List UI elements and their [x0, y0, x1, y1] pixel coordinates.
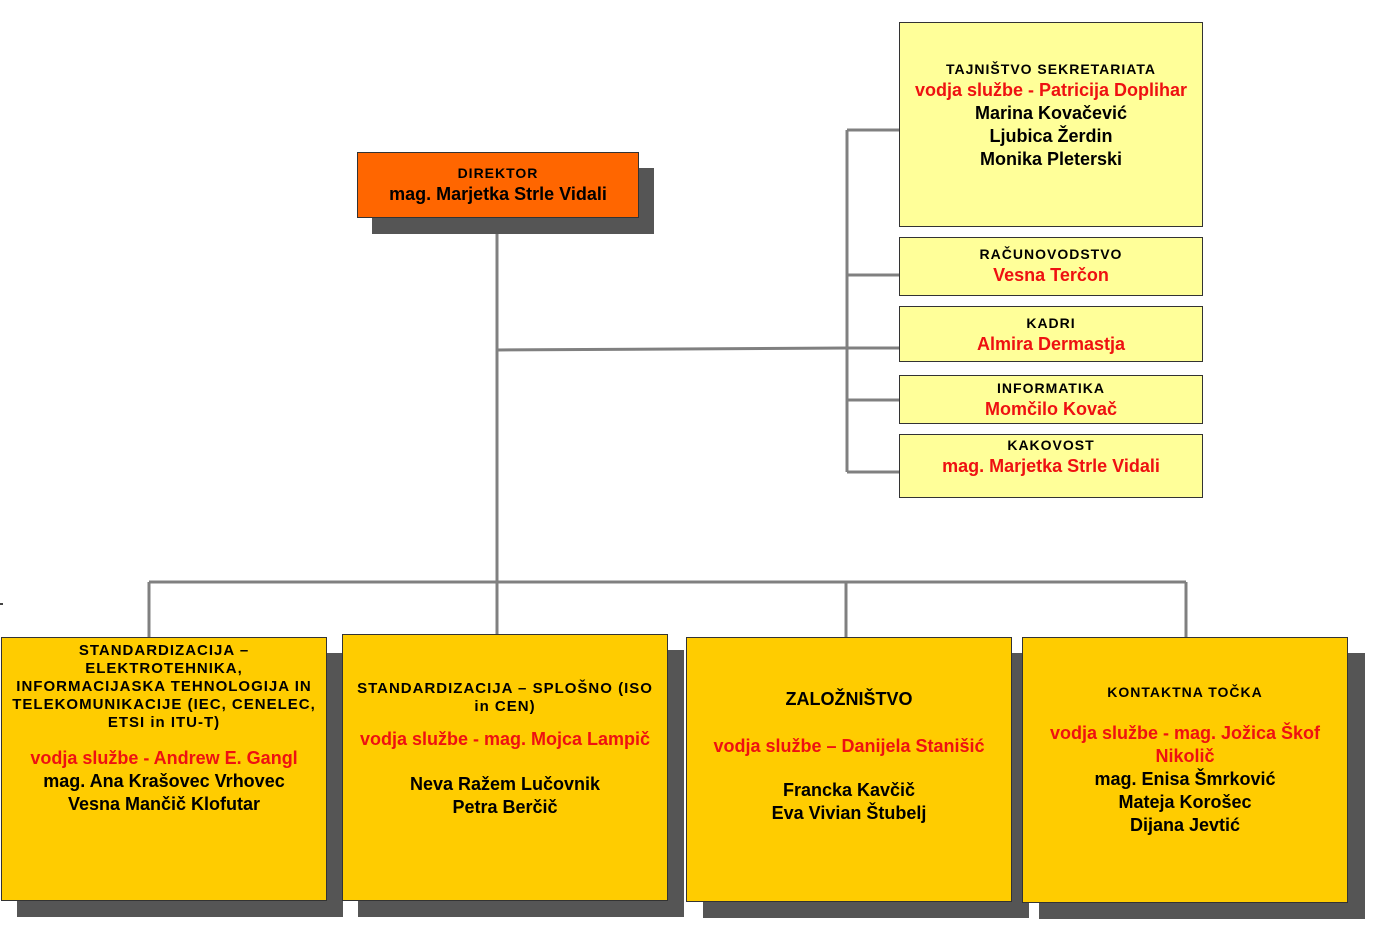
department-head: vodja službe - mag. Mojca Lampič — [359, 729, 651, 749]
service-title: INFORMATIKA — [997, 380, 1105, 396]
department-member: Francka Kavčič — [782, 780, 916, 800]
department-title-line: in CEN) — [474, 698, 536, 715]
department-box-electrotechnics: STANDARDIZACIJA – ELEKTROTEHNIKA, INFORM… — [1, 637, 327, 901]
department-box-publishing: ZALOŽNIŠTVO vodja službe – Danijela Stan… — [686, 637, 1012, 902]
department-title-line: INFORMACIJASKA TEHNOLOGIJA IN — [16, 678, 312, 695]
service-title: KADRI — [1026, 315, 1076, 331]
department-head-line: vodja službe - mag. Jožica Škof — [1049, 723, 1321, 743]
department-member: mag. Ana Krašovec Vrhovec — [43, 771, 285, 791]
department-title-line: TELEKOMUNIKACIJE (IEC, CENELEC, — [12, 696, 316, 713]
service-title: TAJNIŠTVO SEKRETARIATA — [946, 61, 1156, 77]
department-member: Neva Ražem Lučovnik — [409, 774, 601, 794]
service-head: Almira Dermastja — [976, 334, 1126, 354]
department-title-line: STANDARDIZACIJA – SPLOŠNO (ISO — [357, 680, 653, 697]
department-head: vodja službe - Andrew E. Gangl — [30, 748, 298, 768]
director-name: mag. Marjetka Strle Vidali — [389, 184, 607, 204]
department-member: Eva Vivian Štubelj — [771, 803, 927, 823]
service-box-accounting: RAČUNOVODSTVO Vesna Terčon — [899, 237, 1203, 296]
director-title: DIREKTOR — [457, 165, 539, 181]
service-title: KAKOVOST — [1007, 437, 1095, 453]
department-box-contact-point: KONTAKTNA TOČKA vodja službe - mag. Joži… — [1022, 637, 1348, 903]
department-head-line: Nikolič — [1155, 746, 1215, 766]
department-title-line: ETSI in ITU-T) — [107, 714, 221, 731]
department-title-line: STANDARDIZACIJA – — [78, 642, 250, 659]
director-box: DIREKTOR mag. Marjetka Strle Vidali — [357, 152, 639, 218]
service-title: RAČUNOVODSTVO — [979, 246, 1123, 262]
service-box-hr: KADRI Almira Dermastja — [899, 306, 1203, 362]
department-member: Vesna Mančič Klofutar — [67, 794, 261, 814]
department-box-general: STANDARDIZACIJA – SPLOŠNO (ISO in CEN) v… — [342, 634, 668, 901]
department-member: Petra Berčič — [452, 797, 558, 817]
service-head: mag. Marjetka Strle Vidali — [942, 456, 1160, 476]
department-head: vodja službe – Danijela Stanišić — [713, 736, 985, 756]
staff-branch-line — [496, 346, 848, 352]
service-member: Monika Pleterski — [979, 149, 1123, 169]
service-head: Vesna Terčon — [993, 265, 1109, 285]
department-member: Mateja Korošec — [1118, 792, 1252, 812]
service-head: vodja službe - Patricija Doplihar — [914, 80, 1188, 100]
service-box-it: INFORMATIKA Momčilo Kovač — [899, 375, 1203, 424]
service-member: Marina Kovačević — [974, 103, 1128, 123]
service-box-secretariat: TAJNIŠTVO SEKRETARIATA vodja službe - Pa… — [899, 22, 1203, 227]
service-head: Momčilo Kovač — [984, 399, 1118, 419]
department-member: Dijana Jevtić — [1129, 815, 1241, 835]
department-title: KONTAKTNA TOČKA — [1107, 684, 1263, 700]
department-title-line: ELEKTROTEHNIKA, — [85, 660, 243, 677]
department-title: ZALOŽNIŠTVO — [785, 689, 913, 709]
service-box-quality: KAKOVOST mag. Marjetka Strle Vidali — [899, 434, 1203, 498]
department-member: mag. Enisa Šmrković — [1094, 769, 1276, 789]
service-member: Ljubica Žerdin — [989, 126, 1113, 146]
